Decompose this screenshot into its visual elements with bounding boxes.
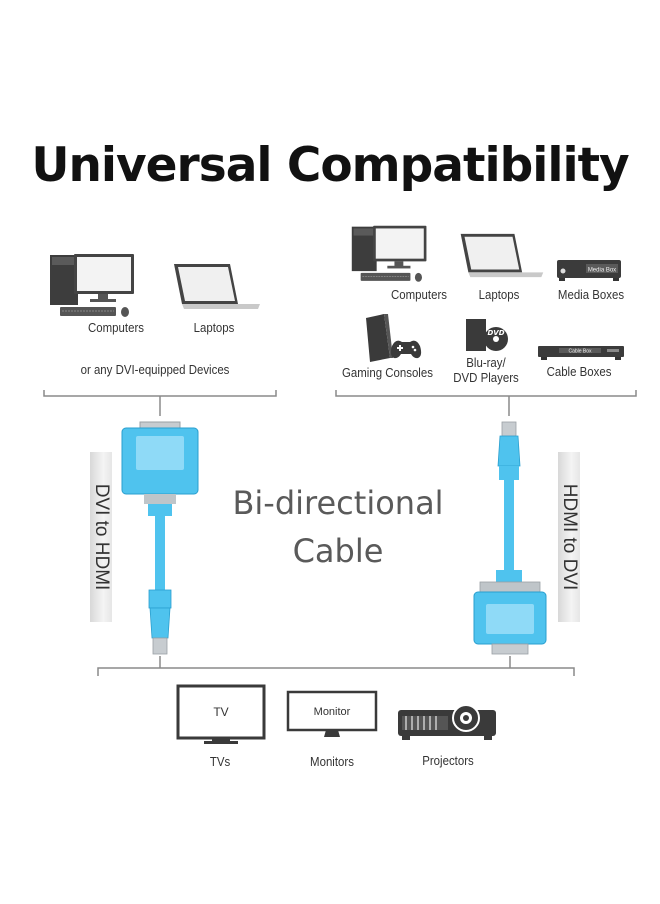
device-label-monitors: Monitors <box>310 754 354 769</box>
svg-text:Media Box: Media Box <box>588 268 616 274</box>
projector-icon <box>398 704 496 740</box>
svg-text:Cable Box: Cable Box <box>568 348 592 354</box>
device-label-dvd-players: DVD Players <box>453 370 519 385</box>
dvd-player-icon: DVD <box>466 319 508 351</box>
page-title: Universal Compatibility <box>31 138 629 193</box>
cable-box-icon: Cable Box <box>538 346 624 360</box>
svg-text:Monitor: Monitor <box>314 706 351 718</box>
device-label-computers: Computers <box>88 320 144 335</box>
svg-text:DVD: DVD <box>487 329 504 337</box>
device-label-bluray: Blu-ray/ <box>466 355 506 370</box>
monitor-icon: Monitor <box>286 690 378 737</box>
svg-text:TV: TV <box>213 705 228 719</box>
device-label-media-boxes: Media Boxes <box>557 287 625 302</box>
dvi-to-hdmi-band: DVI to HDMI <box>90 452 112 622</box>
device-label-projectors: Projectors <box>422 753 474 768</box>
device-label-gaming-consoles: Gaming Consoles <box>342 365 433 380</box>
desktop-computer-icon <box>50 254 134 317</box>
hdmi-to-dvi-cable <box>473 421 547 655</box>
desktop-computer-icon <box>351 225 427 282</box>
dvi-devices-note: or any DVI-equipped Devices <box>80 362 230 377</box>
media-box-icon: Media Box <box>557 260 621 281</box>
hdmi-to-dvi-band: HDMI to DVI <box>558 452 580 622</box>
center-line2: Cable <box>292 532 384 570</box>
game-console-icon <box>366 314 422 362</box>
tv-icon: TV <box>176 684 266 744</box>
device-label-laptops: Laptops <box>478 287 520 302</box>
device-label-cable-boxes: Cable Boxes <box>546 364 612 379</box>
device-label-laptops: Laptops <box>193 320 235 335</box>
dvi-to-hdmi-cable <box>121 421 199 655</box>
laptop-icon <box>460 233 544 278</box>
device-label-tvs: TVs <box>209 754 231 769</box>
center-line1: Bi-directional <box>232 484 444 522</box>
device-label-computers: Computers <box>391 287 447 302</box>
laptop-icon <box>174 264 260 309</box>
